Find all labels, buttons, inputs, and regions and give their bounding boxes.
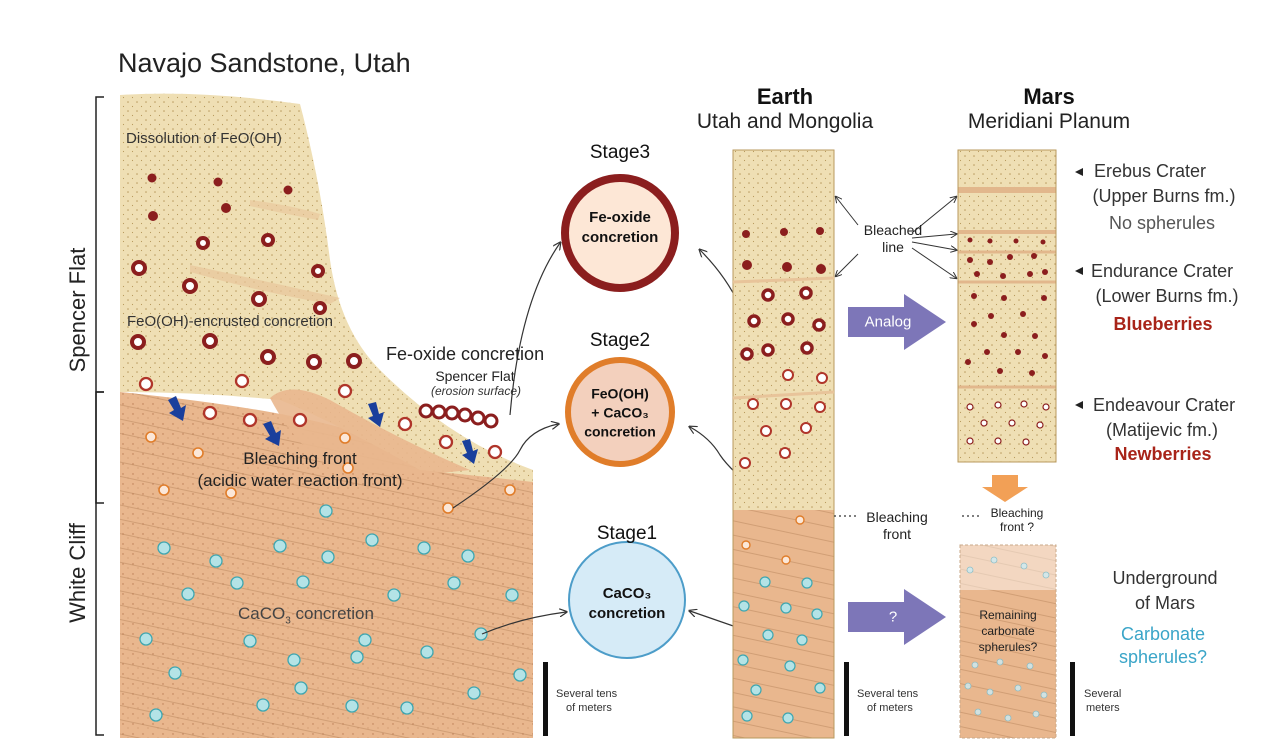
- crater-name-endeavour: Endeavour Crater: [1093, 395, 1236, 415]
- analog-arrow: [848, 294, 946, 350]
- stage2-label: Stage2: [589, 330, 651, 351]
- remaining-1: Remaining: [979, 608, 1037, 622]
- acidic-front-label: (acidic water reaction front): [197, 471, 403, 490]
- crater-pointers: [1075, 168, 1083, 409]
- scale-2-line2: of meters: [867, 702, 913, 714]
- mars-title: Mars: [1023, 84, 1075, 109]
- encrusted-label: FeO(OH)-encrusted concretion: [127, 313, 333, 330]
- earth-bleaching-front-1: Bleaching: [866, 509, 928, 525]
- scale-2-line1: Several tens: [857, 688, 919, 700]
- dissolution-label: Dissolution of FeO(OH): [126, 130, 282, 147]
- analog-label: Analog: [864, 313, 912, 331]
- crater-note-endurance: Blueberries: [1113, 314, 1213, 334]
- scale-bar-3: [1070, 662, 1075, 736]
- underground-1: Underground: [1112, 568, 1218, 588]
- scale-3-line1: Several: [1084, 688, 1122, 700]
- blue-arrows: [168, 396, 478, 464]
- earth-column: [732, 149, 835, 739]
- crater-note-endeavour: Newberries: [1114, 444, 1212, 464]
- crater-fm-endeavour: (Matijevic fm.): [1106, 420, 1218, 440]
- earth-bleaching-front-2: front: [882, 526, 912, 542]
- stage2-circle: [565, 357, 675, 467]
- stage3-circle: [561, 174, 679, 292]
- mars-lower-dots: [964, 556, 1050, 722]
- unknown-label: ?: [888, 608, 898, 626]
- crater-name-endurance: Endurance Crater: [1091, 261, 1234, 281]
- bleaching-front-label: Bleaching front: [243, 449, 357, 468]
- page-title: Navajo Sandstone, Utah: [118, 48, 411, 78]
- transition-rings: [138, 373, 503, 460]
- scale-bar-1: [543, 662, 548, 736]
- left-bracket: [95, 96, 104, 736]
- fe-oxide-label: Fe-oxide concretion: [386, 344, 545, 364]
- bleaching-down-arrow: [982, 475, 1028, 502]
- spencer-flat-label: Spencer Flat: [65, 247, 90, 373]
- bleached-line-1: Bleached: [863, 222, 923, 238]
- bleached-line-arrows: [836, 197, 956, 278]
- mars-subtitle: Meridiani Planum: [967, 110, 1131, 133]
- bleached-rings: [145, 431, 516, 514]
- underground-2: of Mars: [1134, 593, 1196, 613]
- scale-bar-2: [844, 662, 849, 736]
- feooh-dots: [147, 173, 293, 221]
- scale-1-line2: of meters: [566, 702, 612, 714]
- caco3-dots: [139, 504, 527, 722]
- erosion-surface-label: (erosion surface): [430, 384, 522, 398]
- earth-orange-rings: [741, 515, 805, 565]
- mars-bleaching-front-1: Bleaching: [990, 506, 1044, 520]
- scale-3-line2: meters: [1086, 702, 1120, 714]
- earth-rings-thin: [739, 369, 828, 469]
- mars-lower-column: [959, 544, 1057, 739]
- remaining-2: carbonate: [981, 624, 1035, 638]
- remaining-3: spherules?: [978, 640, 1038, 654]
- unknown-arrow: [848, 589, 946, 645]
- earth-title: Earth: [756, 84, 814, 109]
- earth-dots: [742, 227, 826, 274]
- spencer-flat-sub: Spencer Flat: [435, 368, 515, 384]
- caco3-concretion-label: CaCO3 concretion: [238, 604, 374, 627]
- stage1-label: Stage1: [596, 523, 658, 544]
- mars-column: [957, 149, 1057, 463]
- mars-dots: [965, 237, 1048, 376]
- stage1-circle: [568, 541, 686, 659]
- earth-subtitle: Utah and Mongolia: [696, 110, 874, 133]
- earth-rings: [740, 286, 826, 361]
- underground-3: Carbonate: [1120, 624, 1206, 644]
- stage3-label: Stage3: [589, 142, 651, 163]
- crater-fm-erebus: (Upper Burns fm.): [1092, 186, 1236, 206]
- erosion-rings: [418, 403, 499, 429]
- bleached-line-2: line: [882, 239, 904, 255]
- crater-name-erebus: Erebus Crater: [1094, 161, 1207, 181]
- underground-4: spherules?: [1118, 647, 1208, 667]
- crater-note-erebus: No spherules: [1108, 213, 1216, 233]
- encrusted-rings: [130, 233, 362, 370]
- white-cliff-label: White Cliff: [65, 523, 90, 623]
- mars-bleaching-front-2: front ?: [999, 520, 1035, 534]
- crater-fm-endurance: (Lower Burns fm.): [1095, 286, 1239, 306]
- earth-cyan-dots: [737, 576, 826, 724]
- mars-rings: [966, 400, 1050, 446]
- scale-1-line1: Several tens: [556, 688, 618, 700]
